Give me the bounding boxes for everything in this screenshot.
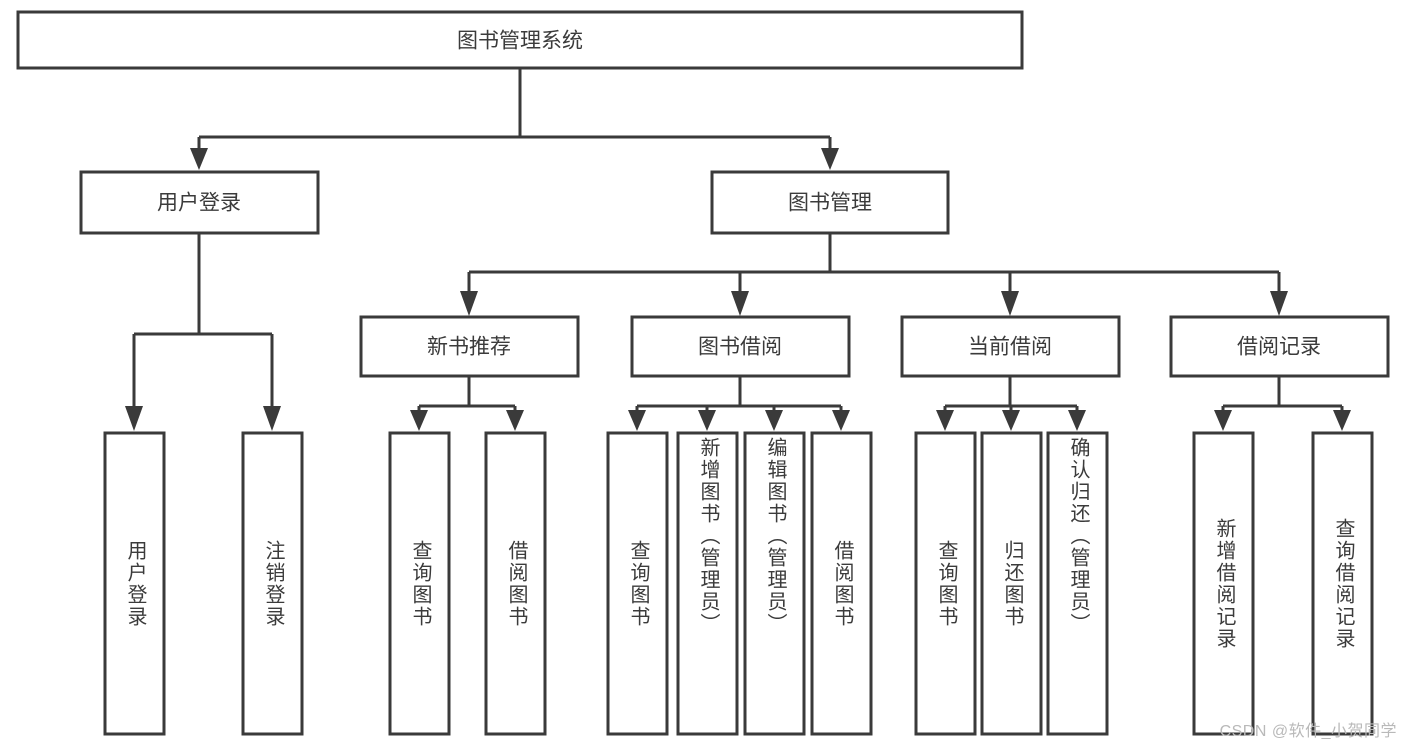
csdn-watermark: CSDN @软件_小贺同学 [1219, 723, 1397, 740]
leaf-node-bookborrow-edit[interactable]: 编辑图书（管理员） [743, 431, 806, 736]
arrow-head-bookborrow-leaf-2 [698, 410, 716, 431]
node-root-label: 图书管理系统 [457, 30, 583, 53]
arrow-head-book-borrow [731, 291, 749, 316]
node-root[interactable]: 图书管理系统 [16, 10, 1024, 70]
leaf-label-holder: 查询图书 [409, 539, 431, 628]
leaf-node-user-login-login[interactable]: 用户登录 [103, 431, 166, 736]
leaf-node-currentborrow-query-label: 查询图书 [935, 539, 957, 628]
leaf-label-holder: 编辑图书（管理员） [764, 437, 786, 635]
leaf-label-holder: 归还图书 [1001, 539, 1023, 628]
leaf-node-currentborrow-return[interactable]: 归还图书 [980, 431, 1043, 736]
arrow-head-currentborrow-leaf-2 [1002, 410, 1020, 431]
leaf-node-newbook-query-label: 查询图书 [409, 539, 431, 628]
leaf-node-bookborrow-query-label: 查询图书 [627, 539, 649, 628]
arrow-head-new-book [460, 291, 478, 316]
leaf-label-holder: 新增图书（管理员） [697, 437, 719, 635]
leaf-node-bookborrow-edit-box[interactable] [743, 431, 806, 736]
leaf-node-bookborrow-query[interactable]: 查询图书 [606, 431, 669, 736]
leaf-label-holder: 查询借阅记录 [1332, 517, 1354, 650]
arrow-head-borrowrecord-leaf-2 [1333, 410, 1351, 431]
node-user-login-box[interactable] [79, 170, 320, 235]
leaf-node-user-login-logout-box[interactable] [241, 431, 304, 736]
arrow-head-bookborrow-leaf-4 [832, 410, 850, 431]
leaf-node-newbook-borrow[interactable]: 借阅图书 [484, 431, 547, 736]
arrow-head-current-borrow [1001, 291, 1019, 316]
leaf-node-newbook-query[interactable]: 查询图书 [388, 431, 451, 736]
leaf-node-bookborrow-add-label: 新增图书（管理员） [697, 437, 719, 635]
leaf-label-holder: 查询图书 [935, 539, 957, 628]
arrow-head-leaf-logout [263, 406, 281, 431]
leaf-node-user-login-login-box[interactable] [103, 431, 166, 736]
arrow-head-bookborrow-leaf-3 [765, 410, 783, 431]
leaf-label-holder: 新增借阅记录 [1213, 517, 1235, 650]
node-book-management-box[interactable] [710, 170, 950, 235]
leaf-node-newbook-query-box[interactable] [388, 431, 451, 736]
node-borrow-record-label: 借阅记录 [1237, 336, 1321, 359]
node-user-login-label: 用户登录 [157, 192, 241, 215]
leaf-node-user-login-logout-label: 注销登录 [262, 539, 284, 628]
node-book-management[interactable]: 图书管理 [710, 170, 950, 235]
leaf-node-borrowrecord-query-box[interactable] [1311, 431, 1374, 736]
arrow-head-user-login [190, 148, 208, 170]
node-book-borrow-box[interactable] [630, 315, 851, 378]
leaf-node-bookborrow-edit-label: 编辑图书（管理员） [764, 437, 786, 635]
node-current-borrow-label: 当前借阅 [968, 336, 1052, 359]
node-new-book-recommend-box[interactable] [359, 315, 580, 378]
leaf-node-bookborrow-borrow[interactable]: 借阅图书 [810, 431, 873, 736]
arrow-head-bookborrow-leaf-1 [628, 410, 646, 431]
leaf-node-newbook-borrow-box[interactable] [484, 431, 547, 736]
node-user-login[interactable]: 用户登录 [79, 170, 320, 235]
node-current-borrow[interactable]: 当前借阅 [900, 315, 1121, 378]
leaf-label-holder: 查询图书 [627, 539, 649, 628]
leaf-node-borrowrecord-add-box[interactable] [1192, 431, 1255, 736]
leaf-node-currentborrow-query[interactable]: 查询图书 [914, 431, 977, 736]
arrow-head-leaf-user-login [125, 406, 143, 431]
leaf-label-holder: 借阅图书 [831, 539, 853, 628]
node-new-book-recommend[interactable]: 新书推荐 [359, 315, 580, 378]
node-book-borrow-label: 图书借阅 [698, 336, 782, 359]
leaf-node-currentborrow-query-box[interactable] [914, 431, 977, 736]
leaf-node-bookborrow-borrow-box[interactable] [810, 431, 873, 736]
node-book-management-label: 图书管理 [788, 192, 872, 215]
arrow-head-newbook-leaf-1 [410, 410, 428, 431]
node-root-box[interactable] [16, 10, 1024, 70]
leaf-node-borrowrecord-add-label: 新增借阅记录 [1213, 517, 1235, 650]
leaf-label-holder: 注销登录 [262, 539, 284, 628]
leaf-label-holder: 借阅图书 [505, 539, 527, 628]
node-borrow-record-box[interactable] [1169, 315, 1390, 378]
leaf-node-bookborrow-query-box[interactable] [606, 431, 669, 736]
leaf-node-borrowrecord-add[interactable]: 新增借阅记录 [1192, 431, 1255, 736]
leaf-node-newbook-borrow-label: 借阅图书 [505, 539, 527, 628]
arrow-head-currentborrow-leaf-3 [1068, 410, 1086, 431]
arrow-head-book-mgmt [821, 148, 839, 170]
arrow-head-borrowrecord-leaf-1 [1214, 410, 1232, 431]
leaf-label-holder: 确认归还（管理员） [1067, 437, 1089, 635]
arrow-head-currentborrow-leaf-1 [936, 410, 954, 431]
node-new-book-recommend-label: 新书推荐 [427, 336, 511, 359]
leaf-node-currentborrow-return-box[interactable] [980, 431, 1043, 736]
leaf-node-user-login-login-label: 用户登录 [124, 539, 146, 628]
node-borrow-record[interactable]: 借阅记录 [1169, 315, 1390, 378]
leaf-node-currentborrow-confirm-box[interactable] [1046, 431, 1109, 736]
node-book-borrow[interactable]: 图书借阅 [630, 315, 851, 378]
node-current-borrow-box[interactable] [900, 315, 1121, 378]
leaf-node-bookborrow-add[interactable]: 新增图书（管理员） [676, 431, 739, 736]
arrow-head-newbook-leaf-2 [506, 410, 524, 431]
leaf-node-borrowrecord-query[interactable]: 查询借阅记录 [1311, 431, 1374, 736]
leaf-node-bookborrow-borrow-label: 借阅图书 [831, 539, 853, 628]
leaf-node-currentborrow-confirm-label: 确认归还（管理员） [1067, 437, 1089, 635]
leaf-node-user-login-logout[interactable]: 注销登录 [241, 431, 304, 736]
leaf-node-borrowrecord-query-label: 查询借阅记录 [1332, 517, 1354, 650]
leaf-node-bookborrow-add-box[interactable] [676, 431, 739, 736]
leaf-node-currentborrow-confirm[interactable]: 确认归还（管理员） [1046, 431, 1109, 736]
arrow-head-borrow-record [1270, 291, 1288, 316]
connector-layer [125, 68, 1351, 431]
leaf-label-holder: 用户登录 [124, 539, 146, 628]
leaf-node-currentborrow-return-label: 归还图书 [1001, 539, 1023, 628]
